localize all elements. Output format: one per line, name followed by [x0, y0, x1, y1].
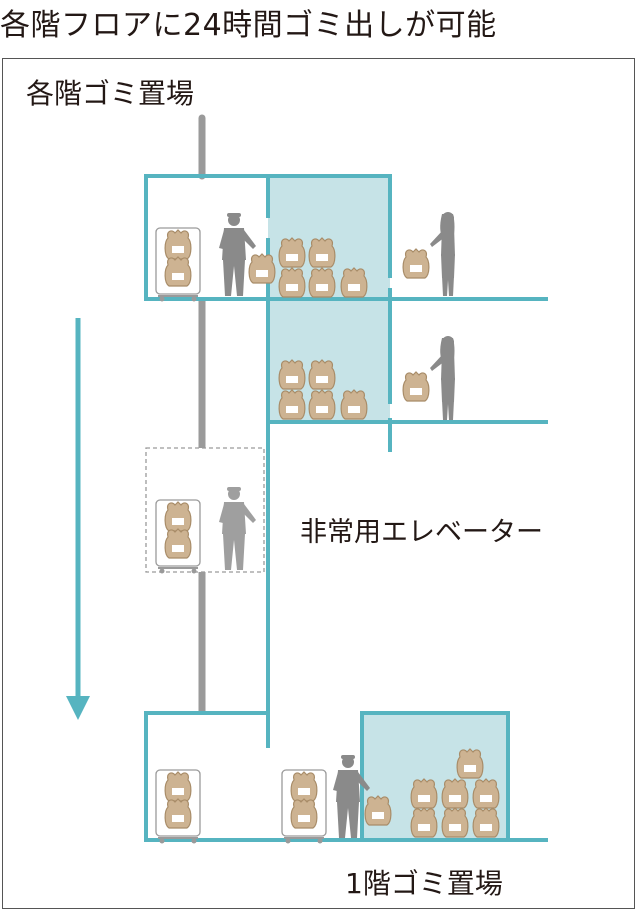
garbage-bag-icon — [456, 748, 484, 779]
garbage-bag-icon — [441, 807, 469, 838]
cart-icon — [156, 770, 200, 844]
person-worker-icon — [219, 213, 256, 296]
label-emergency-elevator: 非常用エレベーター — [300, 517, 543, 548]
garbage-bag-icon — [364, 795, 392, 826]
person-worker-icon — [219, 487, 256, 570]
cart-icon — [282, 770, 326, 844]
garbage-bag-icon — [278, 359, 306, 390]
garbage-bag-icon — [340, 389, 368, 420]
diagram-frame — [2, 58, 635, 909]
garbage-bag-icon — [278, 267, 306, 298]
garbage-bag-icon — [402, 371, 430, 402]
headline: 各階フロアに24時間ゴミ出しが可能 — [0, 8, 497, 43]
garbage-bag-icon — [472, 807, 500, 838]
garbage-bag-icon — [410, 807, 438, 838]
garbage-bag-icon — [278, 389, 306, 420]
garbage-bag-icon — [308, 237, 336, 268]
garbage-bag-icon — [308, 389, 336, 420]
building-walls — [144, 174, 548, 842]
garbage-bag-icon — [410, 778, 438, 809]
garbage-bag-icon — [308, 359, 336, 390]
garbage-bag-icon — [308, 267, 336, 298]
label-each-floor-room: 各階ゴミ置場 — [26, 77, 195, 110]
elevator-car — [145, 447, 265, 573]
person-resident-icon — [430, 212, 455, 296]
garbage-bag-icon — [441, 778, 469, 809]
garbage-bag-icon — [248, 253, 276, 284]
cart-icon — [156, 228, 200, 302]
garbage-bag-icon — [278, 237, 306, 268]
garbage-bag-icon — [402, 248, 430, 279]
garbage-bag-icon — [472, 778, 500, 809]
down-arrow-icon — [66, 318, 90, 720]
garbage-bag-icon — [340, 267, 368, 298]
label-ground-floor-room: 1階ゴミ置場 — [345, 867, 503, 900]
cart-icon — [156, 500, 200, 574]
person-resident-icon — [430, 336, 455, 420]
